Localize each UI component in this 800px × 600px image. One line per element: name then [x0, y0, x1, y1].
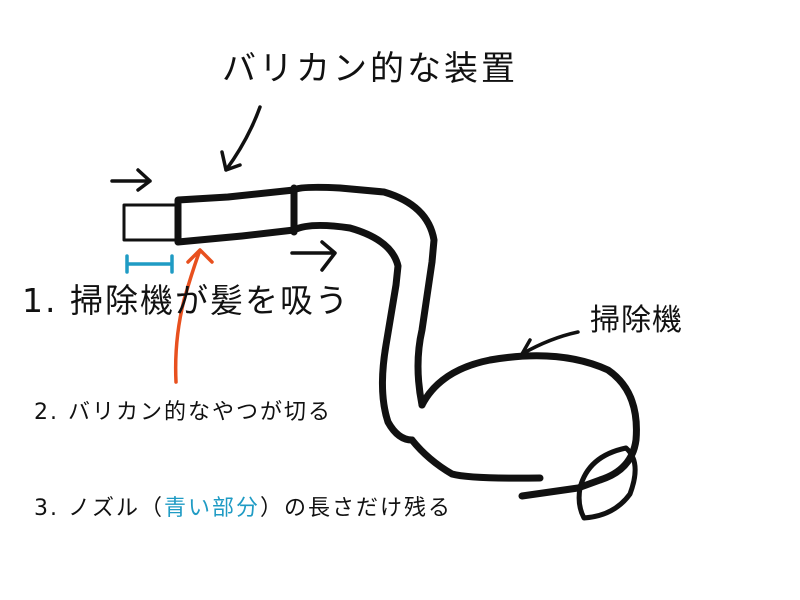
nozzle-length-marker — [125, 254, 174, 274]
cut-point-arrow-icon — [173, 248, 214, 384]
step-3-prefix: 3. ノズル（ — [34, 496, 164, 521]
vacuum-cleaner-body — [408, 352, 640, 500]
step-2-text: 2. バリカン的なやつが切る — [34, 400, 332, 425]
vacuum-hose — [290, 183, 438, 444]
clipper-device-label: バリカン的な装置 — [222, 49, 518, 89]
pointer-arrow-icon — [220, 105, 262, 172]
step-3-highlight: 青い部分 — [163, 496, 260, 521]
pointer-arrow-icon — [520, 330, 580, 358]
nozzle-tip — [122, 203, 176, 242]
step-3-text: 3. ノズル（青い部分）の長さだけ残る — [34, 498, 452, 520]
vacuum-wheel — [576, 445, 638, 521]
step-3-suffix: ）の長さだけ残る — [260, 496, 453, 521]
clipper-device — [174, 186, 298, 246]
step-1-text: 1. 掃除機が髪を吸う — [22, 281, 350, 320]
arrow-right-icon — [290, 240, 337, 272]
vacuum-cleaner-label: 掃除機 — [590, 303, 683, 338]
arrow-right-icon — [110, 168, 152, 192]
